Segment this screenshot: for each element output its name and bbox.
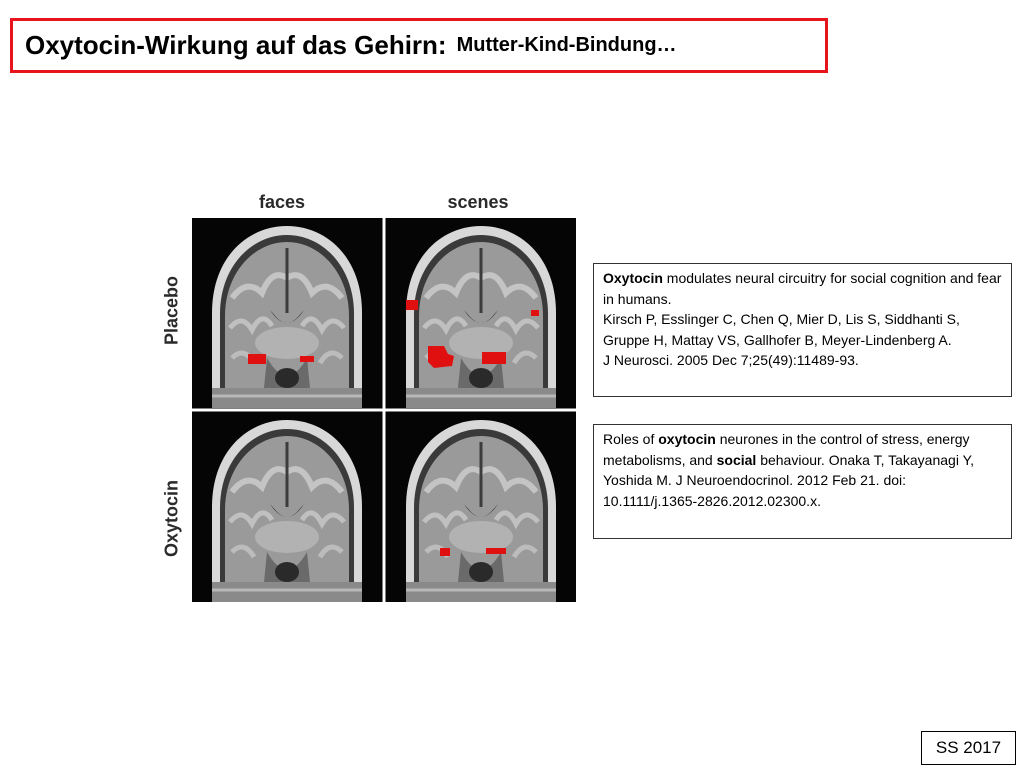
- semester-label: SS 2017: [935, 738, 1002, 757]
- reference-keyword: social: [716, 451, 757, 468]
- fmri-figure: faces scenes Placebo Oxytocin: [160, 188, 580, 604]
- slide-subtitle: Mutter-Kind-Bindung…: [456, 34, 677, 56]
- brain-scan-grid: [192, 218, 576, 602]
- reference-text: Roles of oxytocin neurones in the contro…: [603, 429, 1002, 511]
- semester-badge: SS 2017: [921, 731, 1016, 765]
- column-label-scenes: scenes: [447, 192, 509, 212]
- reference-segment: behaviour. Onaka T, Takayanagi Y, Yoshid…: [603, 451, 974, 509]
- reference-text: Oxytocin modulates neural circuitry for …: [603, 268, 1002, 371]
- reference-segment: Roles of: [603, 431, 659, 447]
- reference-segment: modulates neural circuitry for social co…: [603, 270, 1002, 307]
- reference-segment: neurones in the control of stress, energ…: [603, 431, 970, 468]
- slide-title-box: Oxytocin-Wirkung auf das Gehirn: Mutter-…: [10, 18, 828, 73]
- reference-box-kirsch: Oxytocin modulates neural circuitry for …: [593, 263, 1012, 397]
- row-label-placebo: Placebo: [161, 275, 182, 346]
- slide-title: Oxytocin-Wirkung auf das Gehirn:: [25, 30, 447, 60]
- brain-scan-image: [192, 218, 576, 602]
- reference-segment: Kirsch P, Esslinger C, Chen Q, Mier D, L…: [603, 311, 960, 348]
- reference-keyword: oxytocin: [658, 431, 716, 447]
- column-label-faces: faces: [258, 192, 306, 212]
- reference-segment: J Neurosci. 2005 Dec 7;25(49):11489-93.: [603, 352, 859, 368]
- reference-box-onaka: Roles of oxytocin neurones in the contro…: [593, 424, 1012, 539]
- row-label-oxytocin: Oxytocin: [161, 479, 182, 558]
- reference-keyword: Oxytocin: [603, 270, 663, 286]
